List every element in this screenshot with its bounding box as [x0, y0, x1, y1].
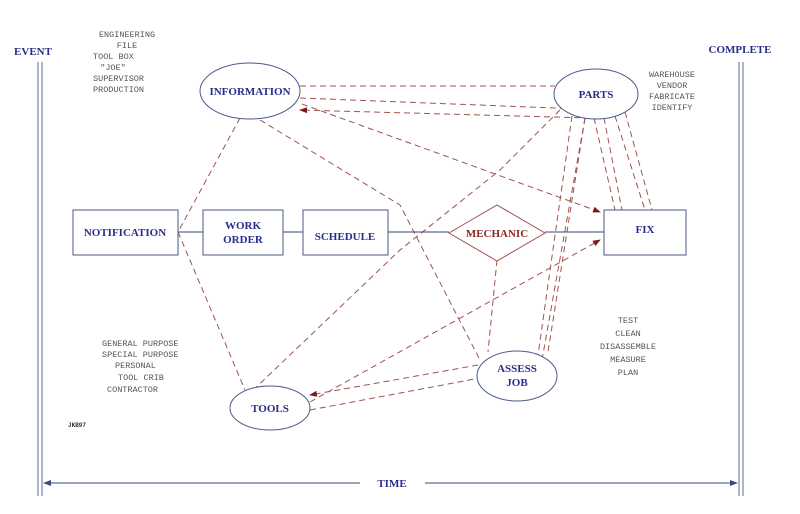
svg-text:TEST: TEST [618, 316, 638, 326]
event-label: EVENT [14, 46, 53, 58]
svg-text:PLAN: PLAN [618, 368, 638, 378]
signature: JKB97 [68, 422, 86, 429]
parts-notes: WAREHOUSE VENDOR FABRICATE IDENTIFY [649, 70, 695, 113]
complete-bar [738, 62, 744, 496]
svg-text:FILE: FILE [117, 41, 137, 51]
svg-text:TOOLS: TOOLS [251, 403, 289, 415]
svg-text:NOTIFICATION: NOTIFICATION [84, 227, 166, 239]
svg-text:ENGINEERING: ENGINEERING [99, 30, 155, 40]
svg-text:INFORMATION: INFORMATION [209, 86, 290, 98]
tools-notes: GENERAL PURPOSE SPECIAL PURPOSE PERSONAL… [102, 339, 179, 395]
svg-text:SPECIAL PURPOSE: SPECIAL PURPOSE [102, 350, 179, 360]
svg-text:ASSESS: ASSESS [497, 363, 537, 375]
assess-job-node: ASSESS JOB [476, 350, 558, 402]
svg-text:SCHEDULE: SCHEDULE [315, 231, 376, 243]
svg-text:ORDER: ORDER [223, 234, 264, 246]
svg-text:JOB: JOB [506, 377, 528, 389]
svg-text:FIX: FIX [636, 224, 655, 236]
schedule-node: SCHEDULE [302, 209, 389, 256]
information-node: INFORMATION [199, 62, 301, 120]
svg-text:"JOE": "JOE" [100, 63, 126, 73]
parts-node: PARTS [553, 68, 639, 120]
svg-text:DISASSEMBLE: DISASSEMBLE [600, 342, 656, 352]
svg-text:PARTS: PARTS [579, 89, 614, 101]
event-bar [37, 62, 43, 496]
dashed-relations [177, 85, 653, 411]
svg-text:SUPERVISOR: SUPERVISOR [93, 74, 144, 84]
svg-text:PERSONAL: PERSONAL [115, 361, 156, 371]
work-order-node: WORK ORDER [202, 209, 284, 256]
complete-label: COMPLETE [709, 44, 772, 56]
svg-text:TOOL BOX: TOOL BOX [93, 52, 134, 62]
svg-text:CONTRACTOR: CONTRACTOR [107, 385, 158, 395]
svg-text:VENDOR: VENDOR [657, 81, 688, 91]
svg-text:MECHANIC: MECHANIC [466, 228, 528, 240]
tools-node: TOOLS [229, 385, 311, 431]
svg-text:FABRICATE: FABRICATE [649, 92, 695, 102]
svg-text:CLEAN: CLEAN [615, 329, 641, 339]
svg-text:IDENTIFY: IDENTIFY [652, 103, 693, 113]
assess-job-notes: TEST CLEAN DISASSEMBLE MEASURE PLAN [600, 316, 656, 378]
svg-text:WORK: WORK [225, 220, 262, 232]
notification-node: NOTIFICATION [72, 209, 179, 256]
svg-text:GENERAL PURPOSE: GENERAL PURPOSE [102, 339, 179, 349]
svg-text:MEASURE: MEASURE [610, 355, 646, 365]
svg-text:PRODUCTION: PRODUCTION [93, 85, 144, 95]
information-notes: ENGINEERING FILE TOOL BOX "JOE" SUPERVIS… [93, 30, 155, 95]
time-label: TIME [377, 478, 406, 490]
svg-text:WAREHOUSE: WAREHOUSE [649, 70, 695, 80]
svg-text:TOOL CRIB: TOOL CRIB [118, 373, 164, 383]
fix-node: FIX [603, 209, 687, 256]
mechanic-node: MECHANIC [448, 204, 546, 262]
